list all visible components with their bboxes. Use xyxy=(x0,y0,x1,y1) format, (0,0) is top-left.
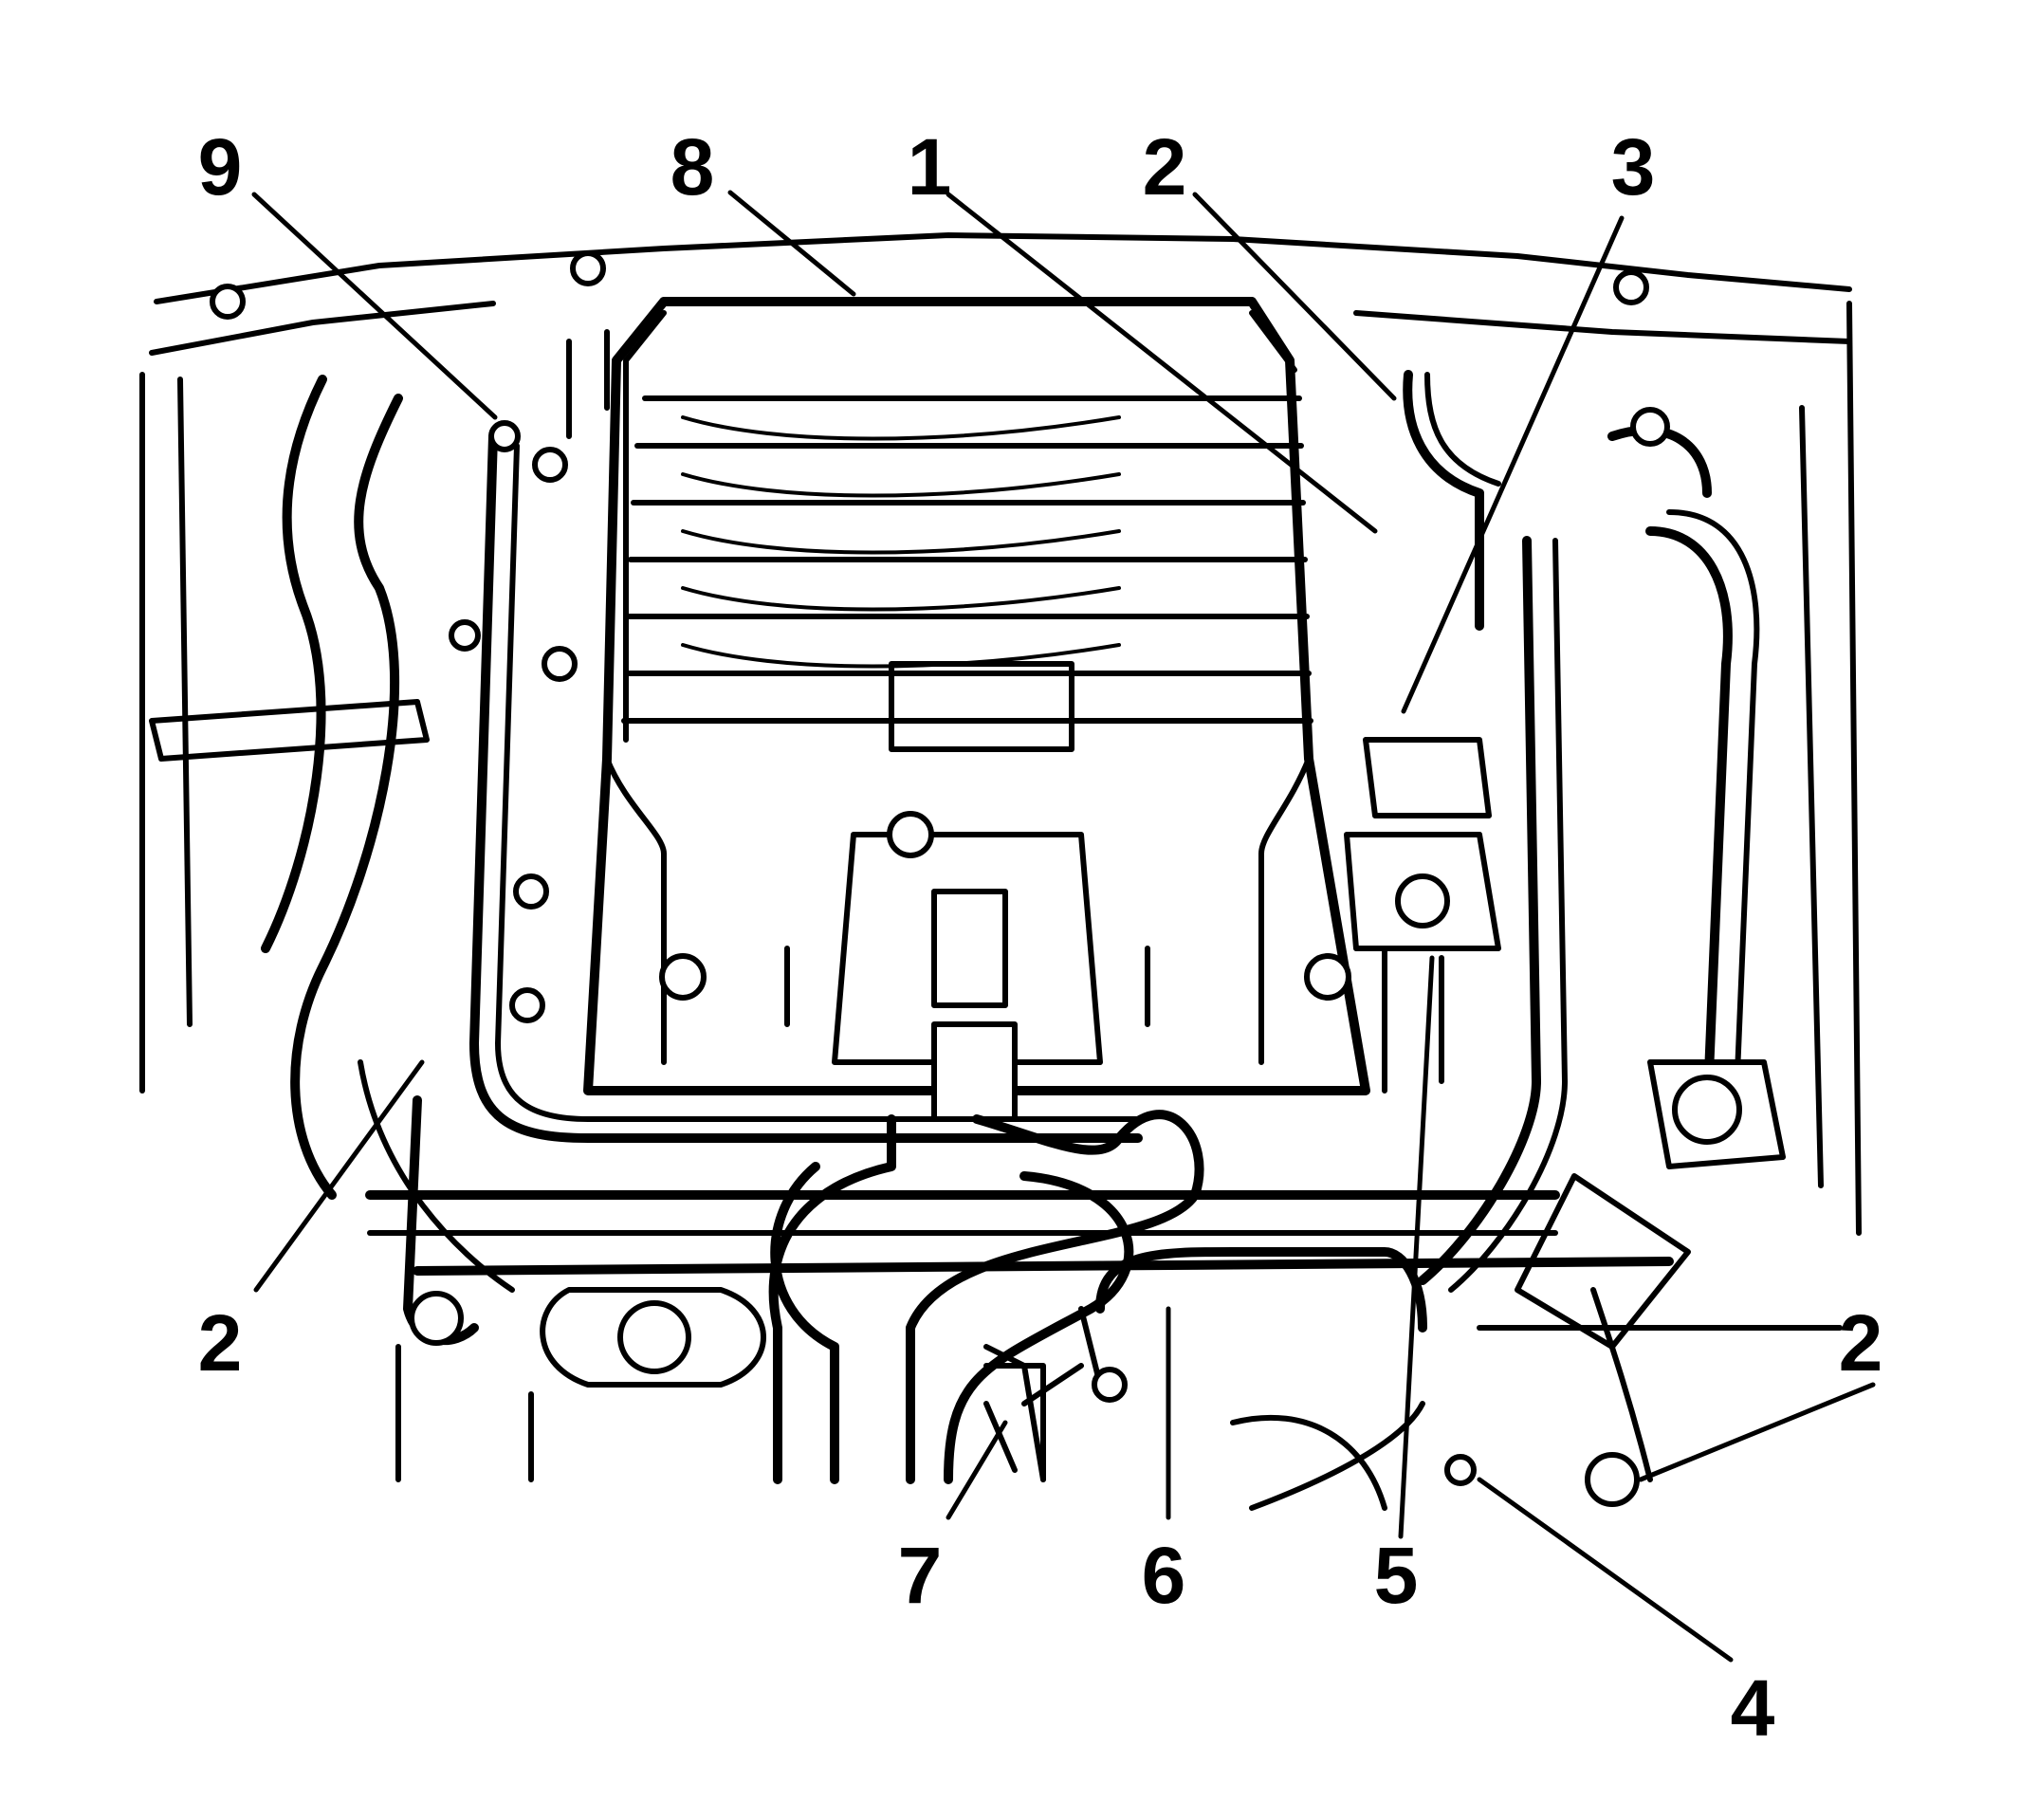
callout-labels: 9 8 1 2 3 2 2 7 6 5 4 xyxy=(198,122,1883,1753)
callout-2-top: 2 xyxy=(1143,122,1187,211)
intake-manifold xyxy=(583,297,1370,1095)
callout-2-right: 2 xyxy=(1839,1298,1883,1388)
callout-9: 9 xyxy=(198,122,243,211)
callout-3: 3 xyxy=(1611,122,1656,211)
throttle-body-assembly xyxy=(768,811,1427,1484)
callout-6: 6 xyxy=(1142,1531,1186,1620)
right-hoses xyxy=(1230,370,1843,1511)
left-hoses xyxy=(149,329,1143,1346)
callout-7: 7 xyxy=(898,1531,943,1620)
callout-1: 1 xyxy=(908,122,952,211)
callout-8: 8 xyxy=(670,122,715,211)
leader-lines xyxy=(251,190,1876,1663)
callout-5: 5 xyxy=(1374,1531,1419,1620)
callout-2-left: 2 xyxy=(198,1298,243,1388)
lower-fuel-pipe xyxy=(365,1190,1674,1482)
callout-4: 4 xyxy=(1731,1664,1775,1753)
engine-bay-outline xyxy=(139,232,1862,1236)
